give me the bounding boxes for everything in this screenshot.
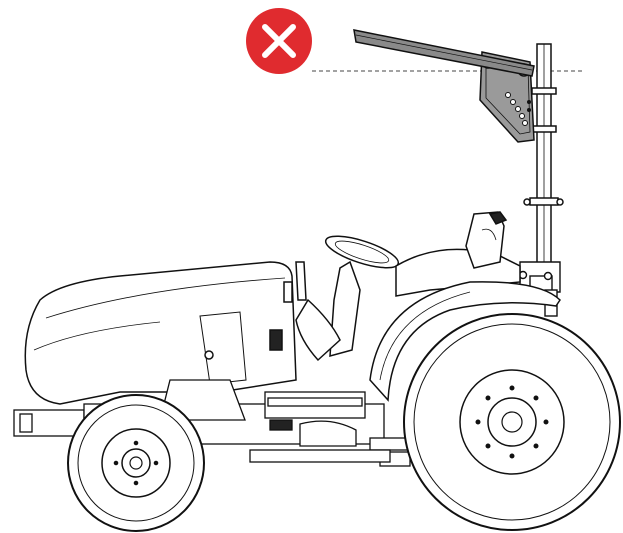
error-x-icon (246, 8, 312, 74)
tractor-hood (24, 261, 297, 405)
rops-lower-frame (518, 261, 561, 317)
rear-wheel (403, 313, 621, 531)
front-wheel (67, 394, 205, 532)
rear-fender (369, 281, 561, 402)
rops-top-bar (353, 29, 535, 77)
